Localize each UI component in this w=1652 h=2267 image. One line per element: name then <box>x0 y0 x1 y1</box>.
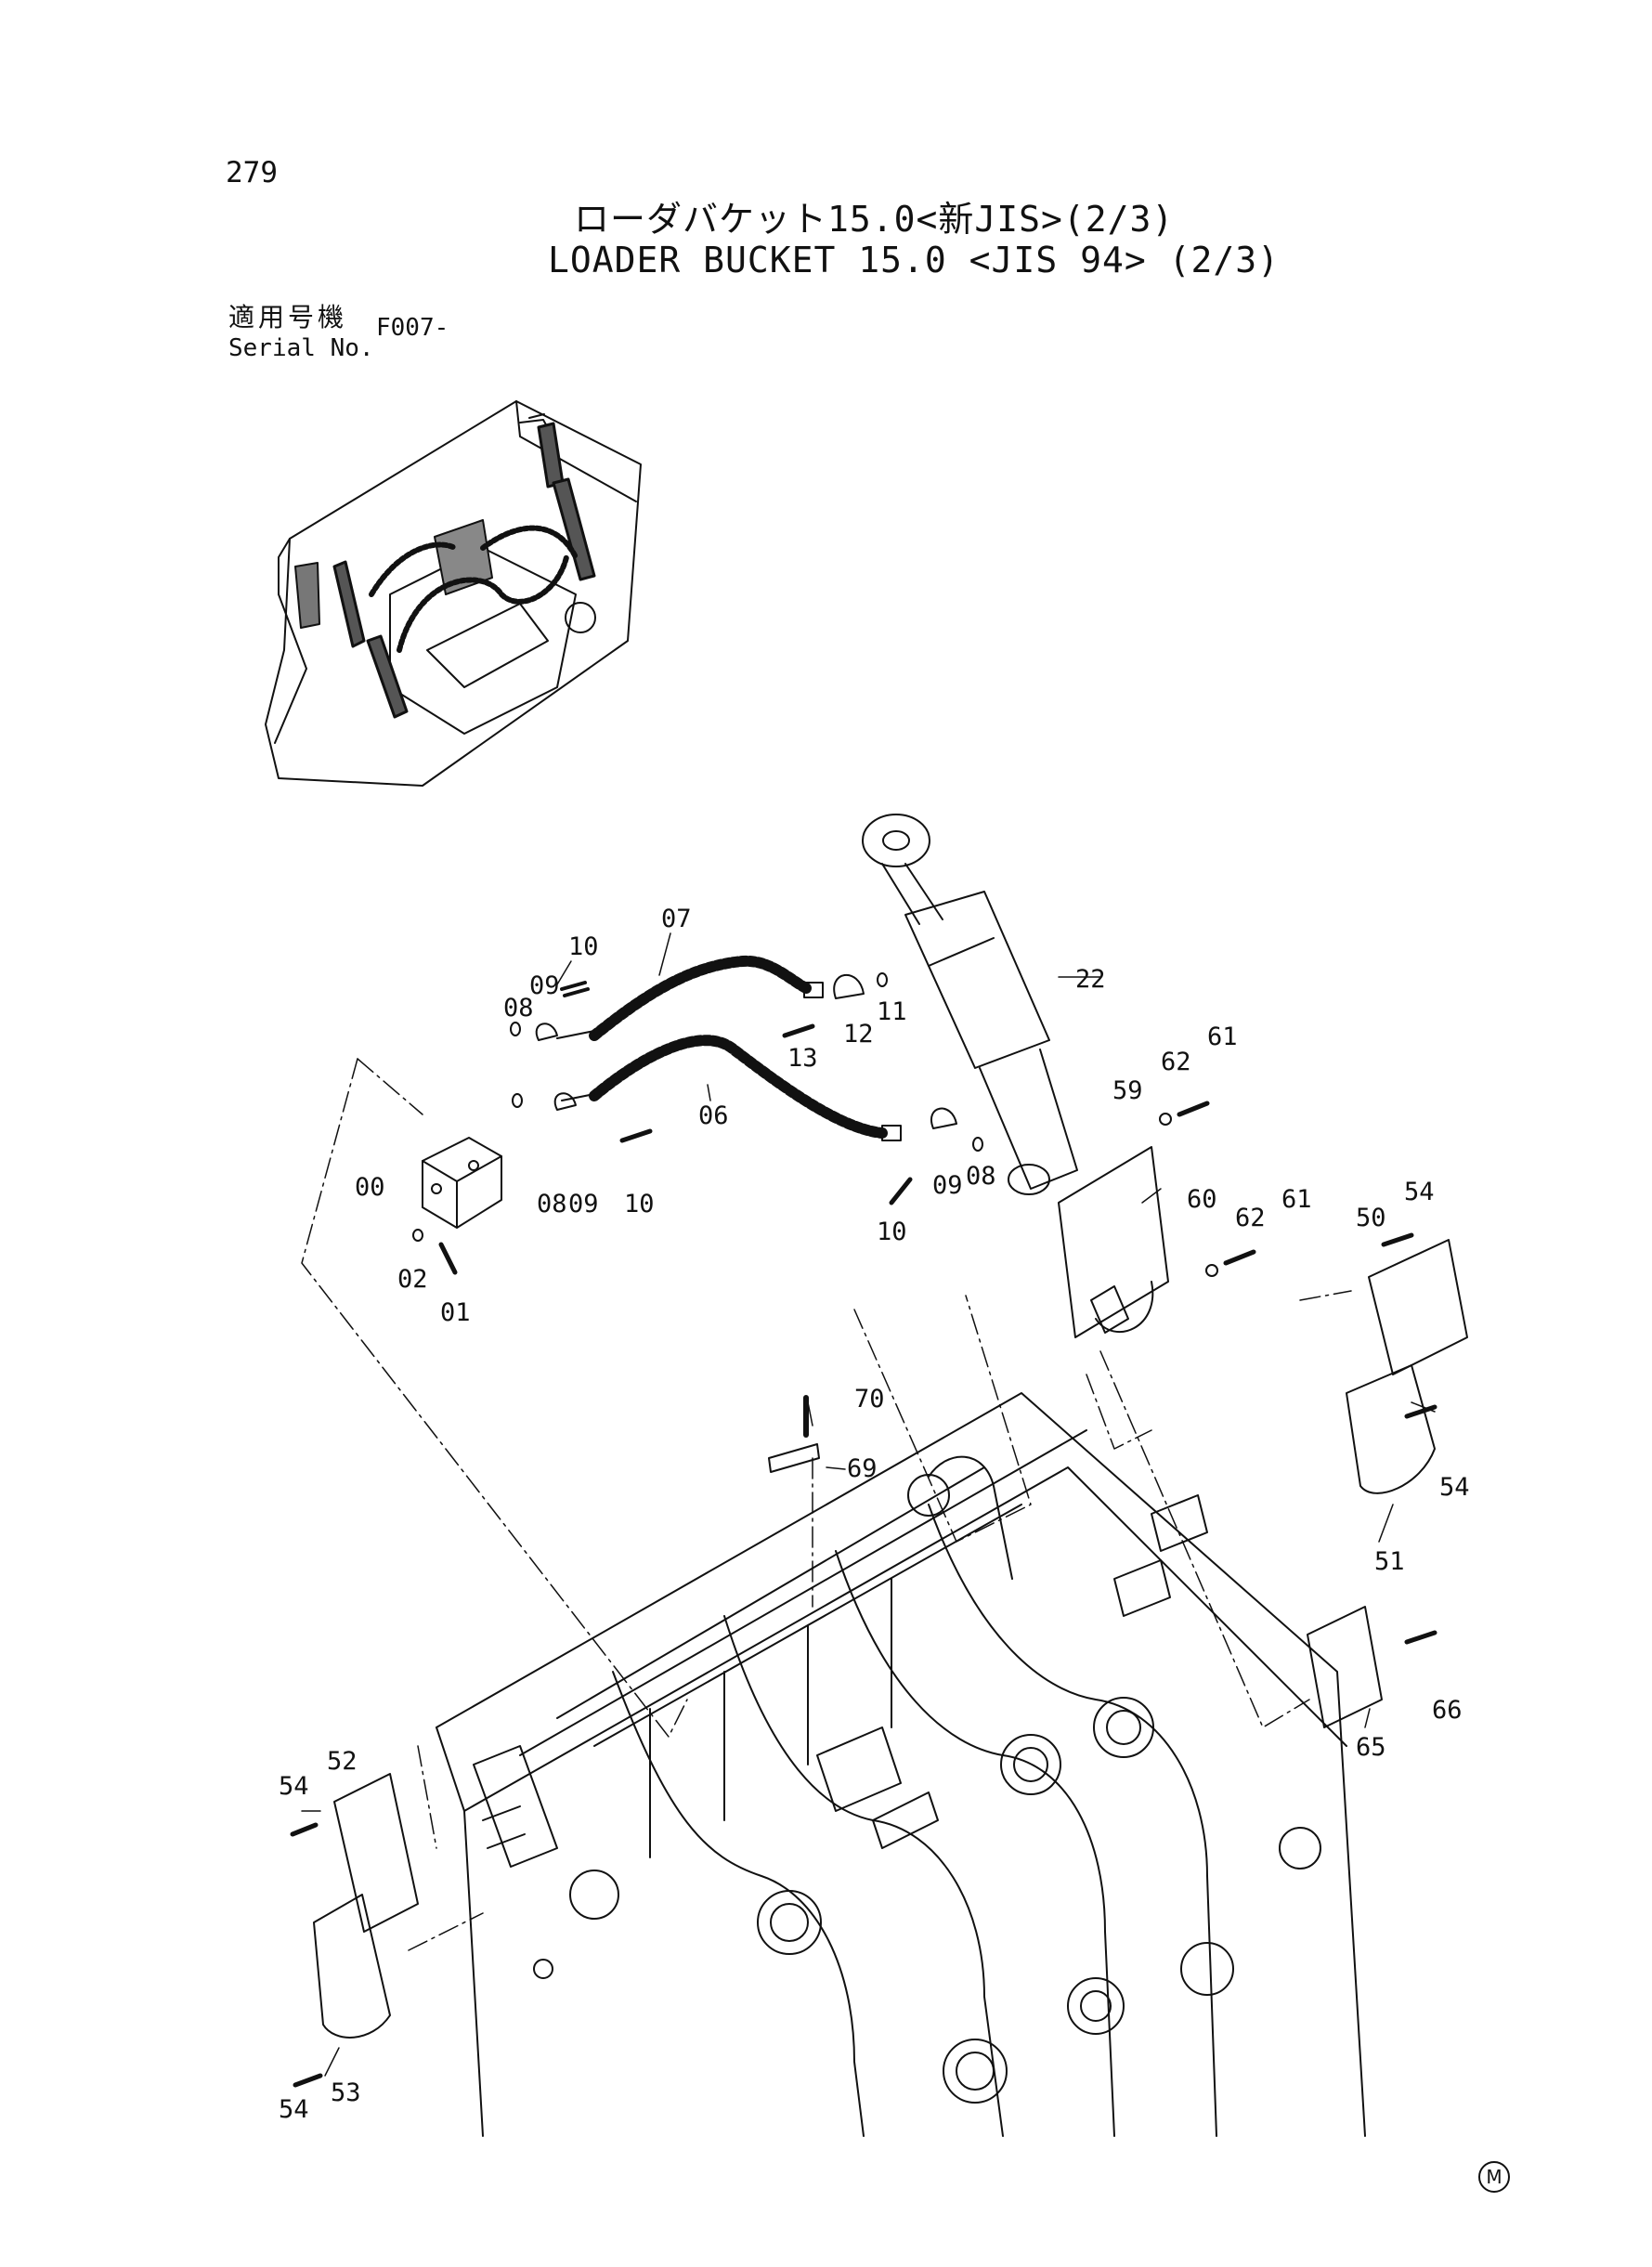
part-label-10: 10 <box>568 932 599 961</box>
part-label-59: 59 <box>1112 1076 1143 1105</box>
part-label-09: 09 <box>932 1171 963 1200</box>
part-label-06: 06 <box>698 1101 729 1130</box>
part-label-52: 52 <box>327 1747 358 1776</box>
part-label-60: 60 <box>1187 1185 1217 1214</box>
part-label-66: 66 <box>1432 1696 1463 1725</box>
part-label-54: 54 <box>1404 1178 1435 1206</box>
part-label-00: 00 <box>355 1173 385 1202</box>
part-label-09: 09 <box>568 1190 599 1218</box>
part-label-65: 65 <box>1356 1733 1386 1762</box>
part-label-11: 11 <box>877 997 907 1026</box>
part-label-08: 08 <box>503 994 534 1023</box>
hardware-parts <box>290 972 1437 2088</box>
part-label-61: 61 <box>1207 1023 1238 1051</box>
part-label-69: 69 <box>847 1454 878 1483</box>
callout-lines <box>301 932 1436 2077</box>
part-label-50: 50 <box>1356 1204 1386 1232</box>
part-labels: 07 10 08 09 13 12 11 22 06 00 08 09 10 0… <box>279 905 1470 2124</box>
part-label-22: 22 <box>1075 965 1106 994</box>
hose-assemblies <box>556 955 902 1141</box>
part-label-54: 54 <box>1439 1473 1470 1502</box>
part-label-70: 70 <box>854 1385 885 1414</box>
part-label-12: 12 <box>843 1020 874 1049</box>
part-label-10: 10 <box>877 1218 907 1246</box>
part-label-62: 62 <box>1161 1048 1191 1076</box>
part-label-62: 62 <box>1235 1204 1266 1232</box>
part-label-54: 54 <box>279 2095 309 2124</box>
part-label-02: 02 <box>397 1265 428 1294</box>
hydraulic-cylinder <box>862 814 1078 1195</box>
part-label-51: 51 <box>1374 1547 1405 1576</box>
serial-label-english: Serial No. <box>228 334 374 362</box>
part-label-10: 10 <box>624 1190 655 1218</box>
part-label-08: 08 <box>966 1162 996 1191</box>
leader-lines <box>301 1058 1352 1951</box>
part-label-08: 08 <box>537 1190 567 1218</box>
title-english: LOADER BUCKET 15.0 <JIS 94> (2/3) <box>548 240 1280 280</box>
bucket-structure <box>436 1392 1366 2137</box>
serial-label-japanese: 適用号機 <box>228 302 348 332</box>
corner-mark: M <box>1478 2161 1510 2193</box>
part-label-07: 07 <box>661 905 692 933</box>
part-label-09: 09 <box>529 971 560 1000</box>
part-label-01: 01 <box>440 1298 471 1327</box>
cover-plates <box>313 1146 1468 2039</box>
part-label-54: 54 <box>279 1772 309 1801</box>
title-japanese: ローダバケット15.0<新JIS>(2/3) <box>574 199 1175 240</box>
bucket-overview-inset <box>265 400 642 787</box>
part-label-13: 13 <box>787 1044 818 1073</box>
serial-number-value: F007- <box>376 314 449 342</box>
part-label-61: 61 <box>1281 1185 1312 1214</box>
part-label-53: 53 <box>331 2078 361 2107</box>
page-number: 279 <box>226 156 278 189</box>
manifold-block <box>422 1137 502 1229</box>
